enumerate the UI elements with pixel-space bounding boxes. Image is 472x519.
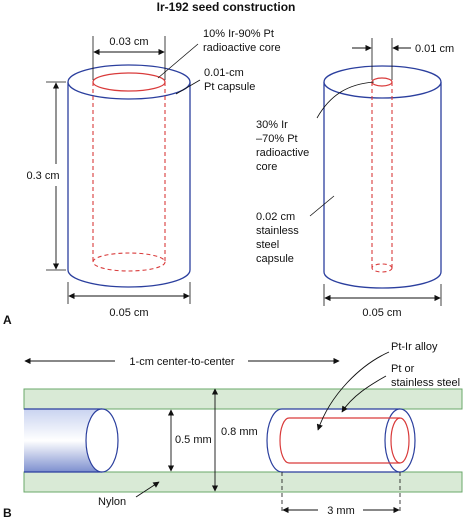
svg-text:30% Ir: 30% Ir (256, 119, 288, 131)
left-core-diameter-dimension: 0.03 cm (92, 36, 166, 80)
left-capsule-top (67, 64, 191, 100)
right-capsule-top (323, 65, 442, 99)
sheath-callout: Pt or stainless steel (341, 363, 460, 413)
outer-diameter-label: 0.8 mm (221, 426, 258, 438)
spacing-dimension: 1-cm center-to-center (24, 356, 340, 368)
ribbon-seed-right (266, 408, 416, 473)
left-core-callout: 10% Ir-90% Pt radioactive core (157, 28, 281, 79)
svg-text:0.02 cm: 0.02 cm (256, 211, 295, 223)
right-seed (323, 65, 442, 289)
figure-title: Ir-192 seed construction (157, 0, 296, 14)
panel-a-letter: A (3, 313, 12, 327)
right-core-diameter-label: 0.01 cm (415, 43, 454, 55)
svg-text:Pt-Ir alloy: Pt-Ir alloy (391, 341, 438, 353)
svg-text:10% Ir-90% Pt: 10% Ir-90% Pt (203, 28, 274, 40)
svg-text:0.01-cm: 0.01-cm (204, 67, 244, 79)
panel-b-letter: B (3, 506, 12, 519)
left-length-label: 0.3 cm (26, 170, 59, 182)
right-capsule-callout: 0.02 cm stainless steel capsule (256, 195, 335, 265)
left-outer-diameter-dimension: 0.05 cm (67, 282, 191, 319)
svg-text:core: core (256, 161, 277, 173)
ribbon-seed-left (24, 408, 119, 473)
left-length-dimension: 0.3 cm (26, 81, 66, 271)
right-core-diameter-dimension: 0.01 cm (352, 38, 454, 80)
seed-length-dimension: 3 mm (281, 472, 401, 517)
svg-text:Pt or: Pt or (391, 363, 415, 375)
svg-text:–70% Pt: –70% Pt (256, 133, 298, 145)
outer-diameter-dimension: 0.8 mm (211, 388, 258, 492)
svg-text:stainless: stainless (256, 225, 299, 237)
svg-text:Pt capsule: Pt capsule (204, 81, 255, 93)
left-capsule-callout: 0.01-cm Pt capsule (175, 67, 255, 95)
right-outer-diameter-dimension: 0.05 cm (323, 284, 442, 319)
svg-text:capsule: capsule (256, 253, 294, 265)
right-core-callout: 30% Ir –70% Pt radioactive core (256, 81, 375, 173)
svg-text:radioactive: radioactive (256, 147, 309, 159)
svg-text:Nylon: Nylon (98, 496, 126, 508)
inner-diameter-dimension: 0.5 mm (167, 409, 212, 472)
left-outer-diameter-label: 0.05 cm (109, 307, 148, 319)
right-core-bottom (371, 263, 393, 273)
svg-text:stainless steel: stainless steel (391, 377, 460, 389)
left-core-bottom (92, 252, 166, 272)
inner-diameter-label: 0.5 mm (175, 434, 212, 446)
nylon-callout: Nylon (98, 481, 160, 508)
left-core-diameter-label: 0.03 cm (109, 36, 148, 48)
spacing-label: 1-cm center-to-center (129, 356, 234, 368)
svg-text:steel: steel (256, 239, 279, 251)
nylon-ribbon (23, 388, 463, 493)
svg-text:radioactive core: radioactive core (203, 42, 281, 54)
alloy-callout: Pt-Ir alloy (316, 341, 438, 431)
seed-length-label: 3 mm (327, 505, 355, 517)
left-seed (67, 64, 191, 288)
right-outer-diameter-label: 0.05 cm (362, 307, 401, 319)
